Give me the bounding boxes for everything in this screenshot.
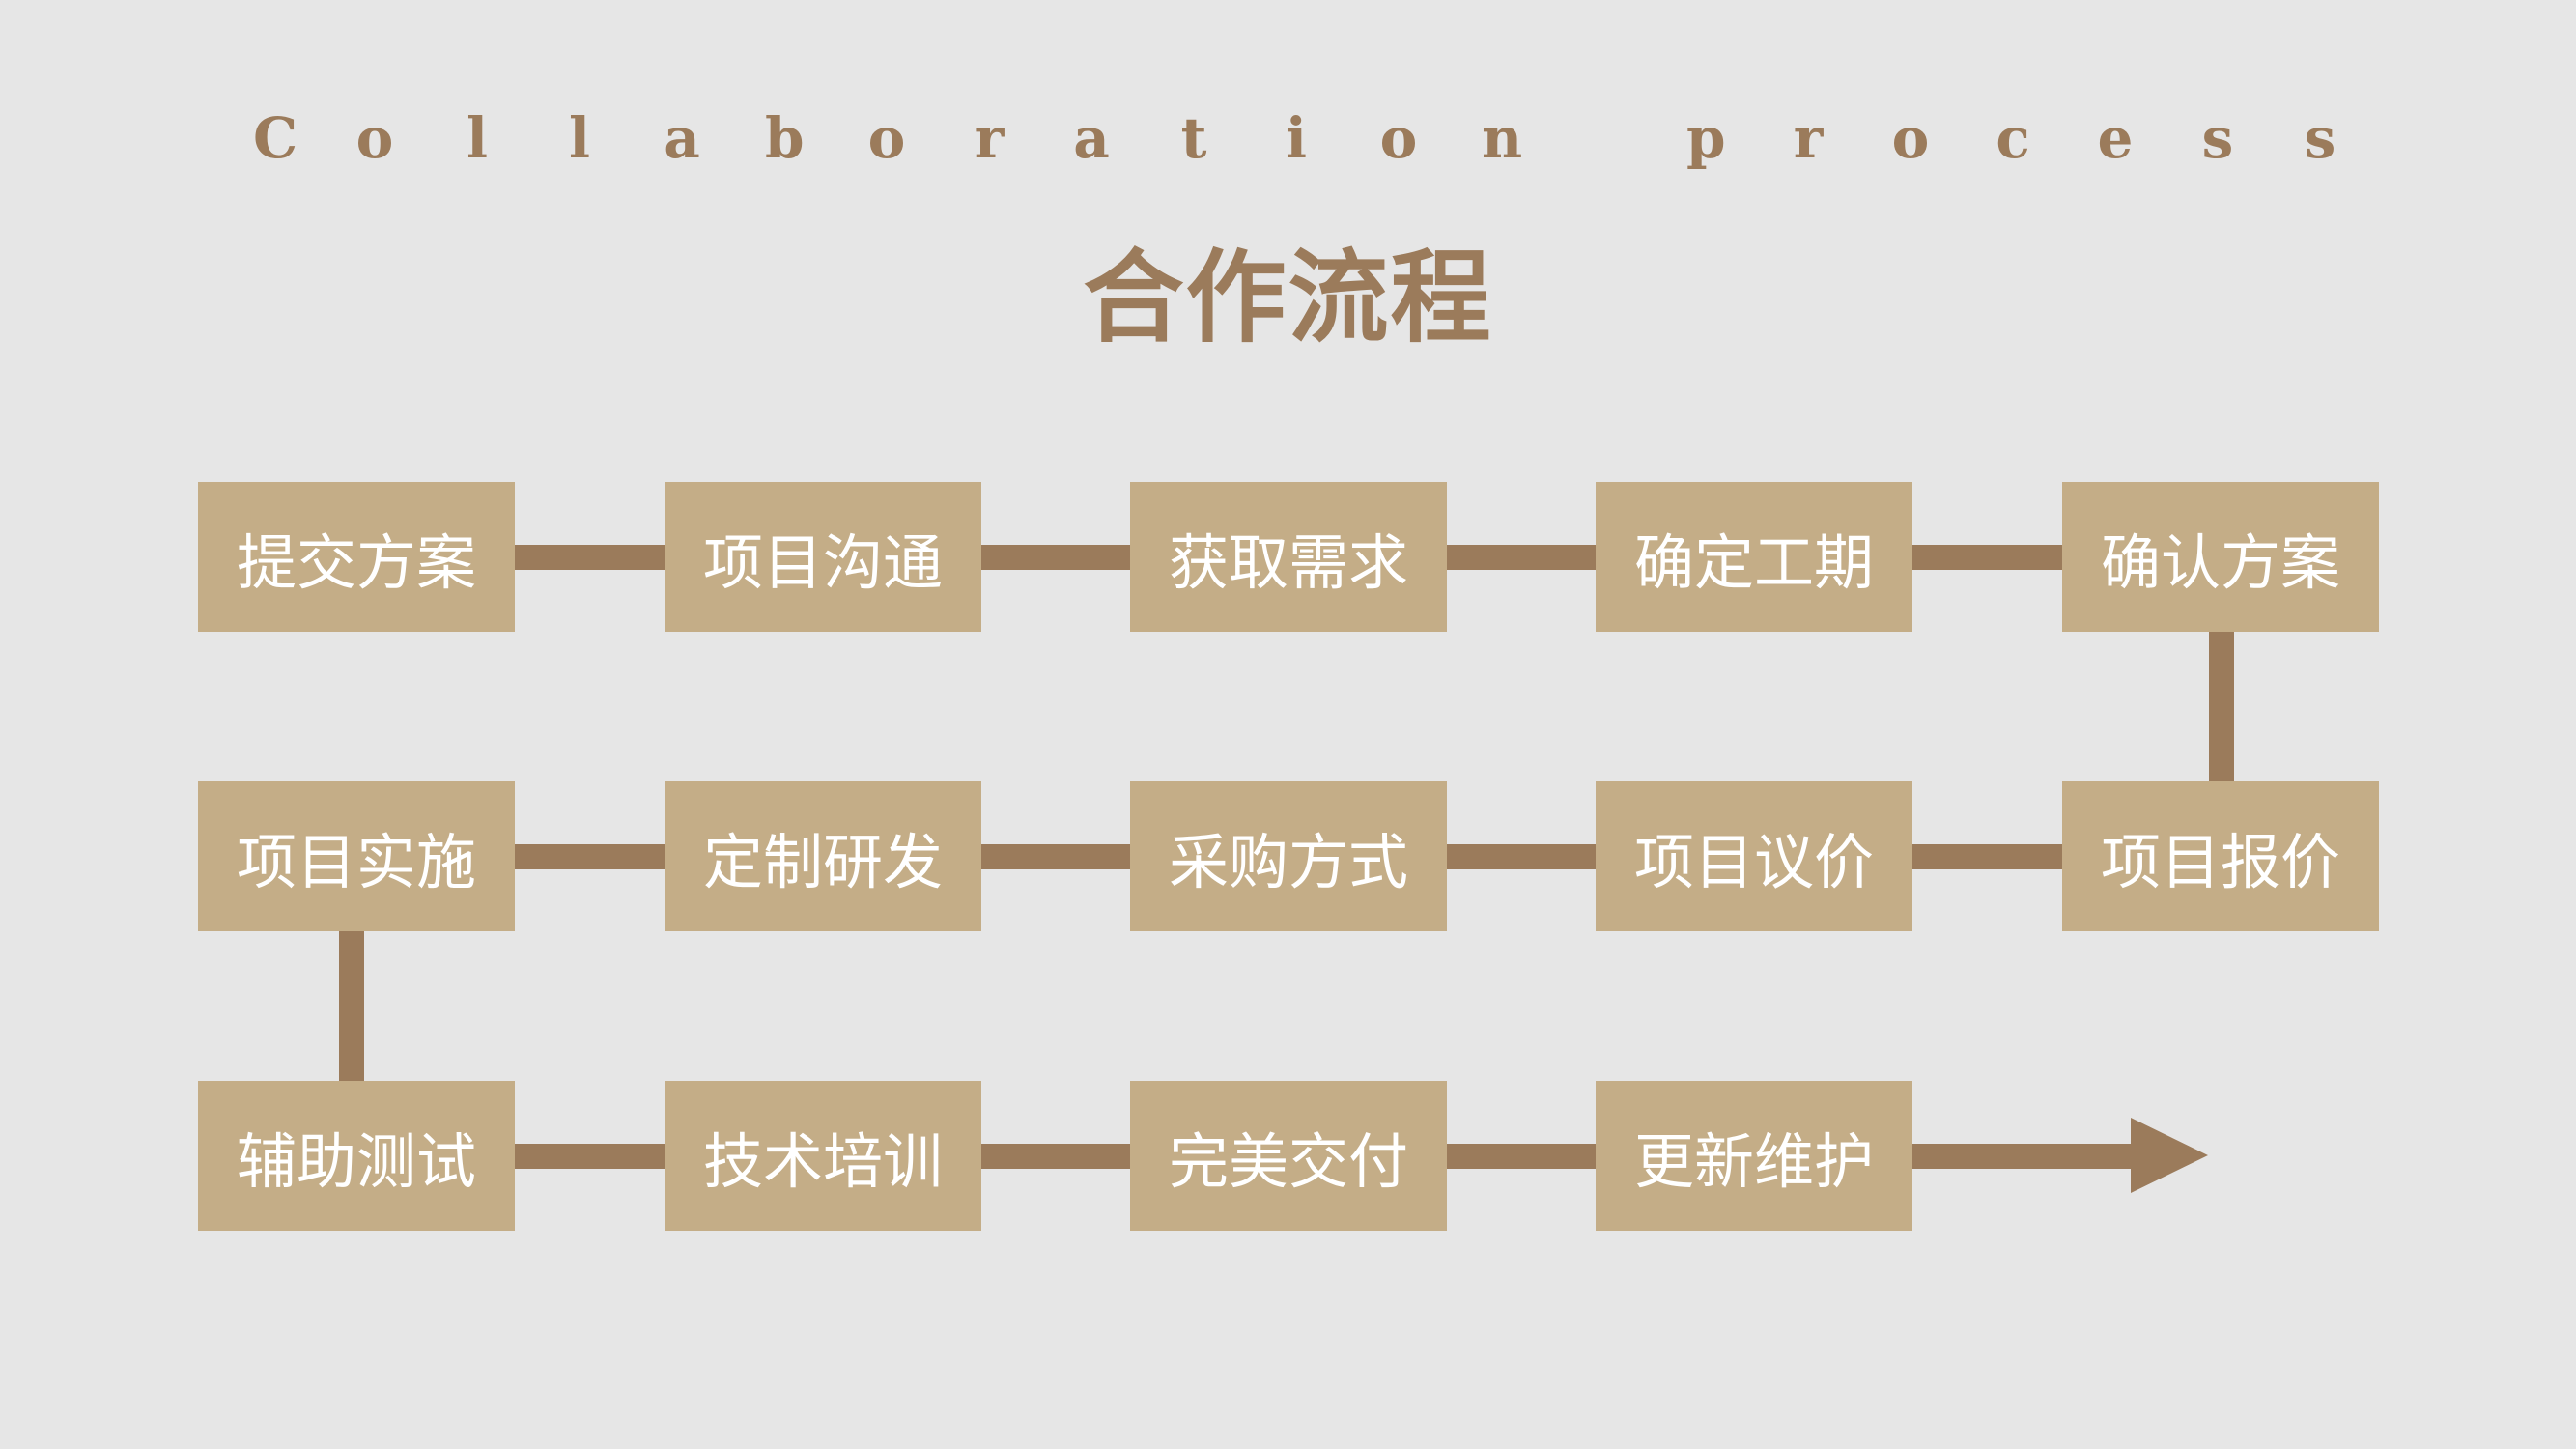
step-box: 更新维护 <box>1596 1081 1912 1231</box>
step-box: 确认方案 <box>2062 482 2379 632</box>
step-box: 项目沟通 <box>665 482 981 632</box>
subtitle-char: C <box>253 105 298 171</box>
step-box: 确定工期 <box>1596 482 1912 632</box>
step-box: 技术培训 <box>665 1081 981 1231</box>
subtitle-char: o <box>355 105 394 171</box>
page-title: 合作流程 <box>1083 238 1493 356</box>
subtitle-char: t <box>1180 105 1207 171</box>
step-box: 项目报价 <box>2062 781 2379 931</box>
step-box: 项目实施 <box>198 781 515 931</box>
step-box: 获取需求 <box>1130 482 1447 632</box>
connector-vertical-left <box>339 929 364 1084</box>
subtitle-char: l <box>466 105 489 171</box>
subtitle-char: s <box>2304 105 2336 171</box>
step-box: 项目议价 <box>1596 781 1912 931</box>
subtitle-char: a <box>1073 105 1110 171</box>
subtitle-char: l <box>568 105 591 171</box>
subtitle-char: o <box>1891 105 1930 171</box>
subtitle-char: b <box>765 105 805 171</box>
subtitle-char: r <box>974 105 1005 171</box>
step-box: 采购方式 <box>1130 781 1447 931</box>
step-box: 提交方案 <box>198 482 515 632</box>
subtitle-letterspaced: C o l l a b o r a t i o n p r o c e s s <box>253 104 2339 172</box>
connector-vertical-right <box>2209 630 2234 784</box>
subtitle-char: p <box>1686 105 1726 171</box>
step-box: 辅助测试 <box>198 1081 515 1231</box>
subtitle-char: r <box>1793 105 1824 171</box>
subtitle-char: n <box>1482 105 1523 171</box>
subtitle-char: o <box>1379 105 1418 171</box>
end-arrow-icon <box>2131 1118 2208 1193</box>
subtitle-char: e <box>2097 105 2134 171</box>
subtitle-char: s <box>2201 105 2234 171</box>
subtitle-char: a <box>664 105 700 171</box>
subtitle-char: o <box>867 105 906 171</box>
step-box: 定制研发 <box>665 781 981 931</box>
subtitle-char: i <box>1285 105 1308 171</box>
subtitle-char: c <box>1996 105 2030 171</box>
step-box: 完美交付 <box>1130 1081 1447 1231</box>
